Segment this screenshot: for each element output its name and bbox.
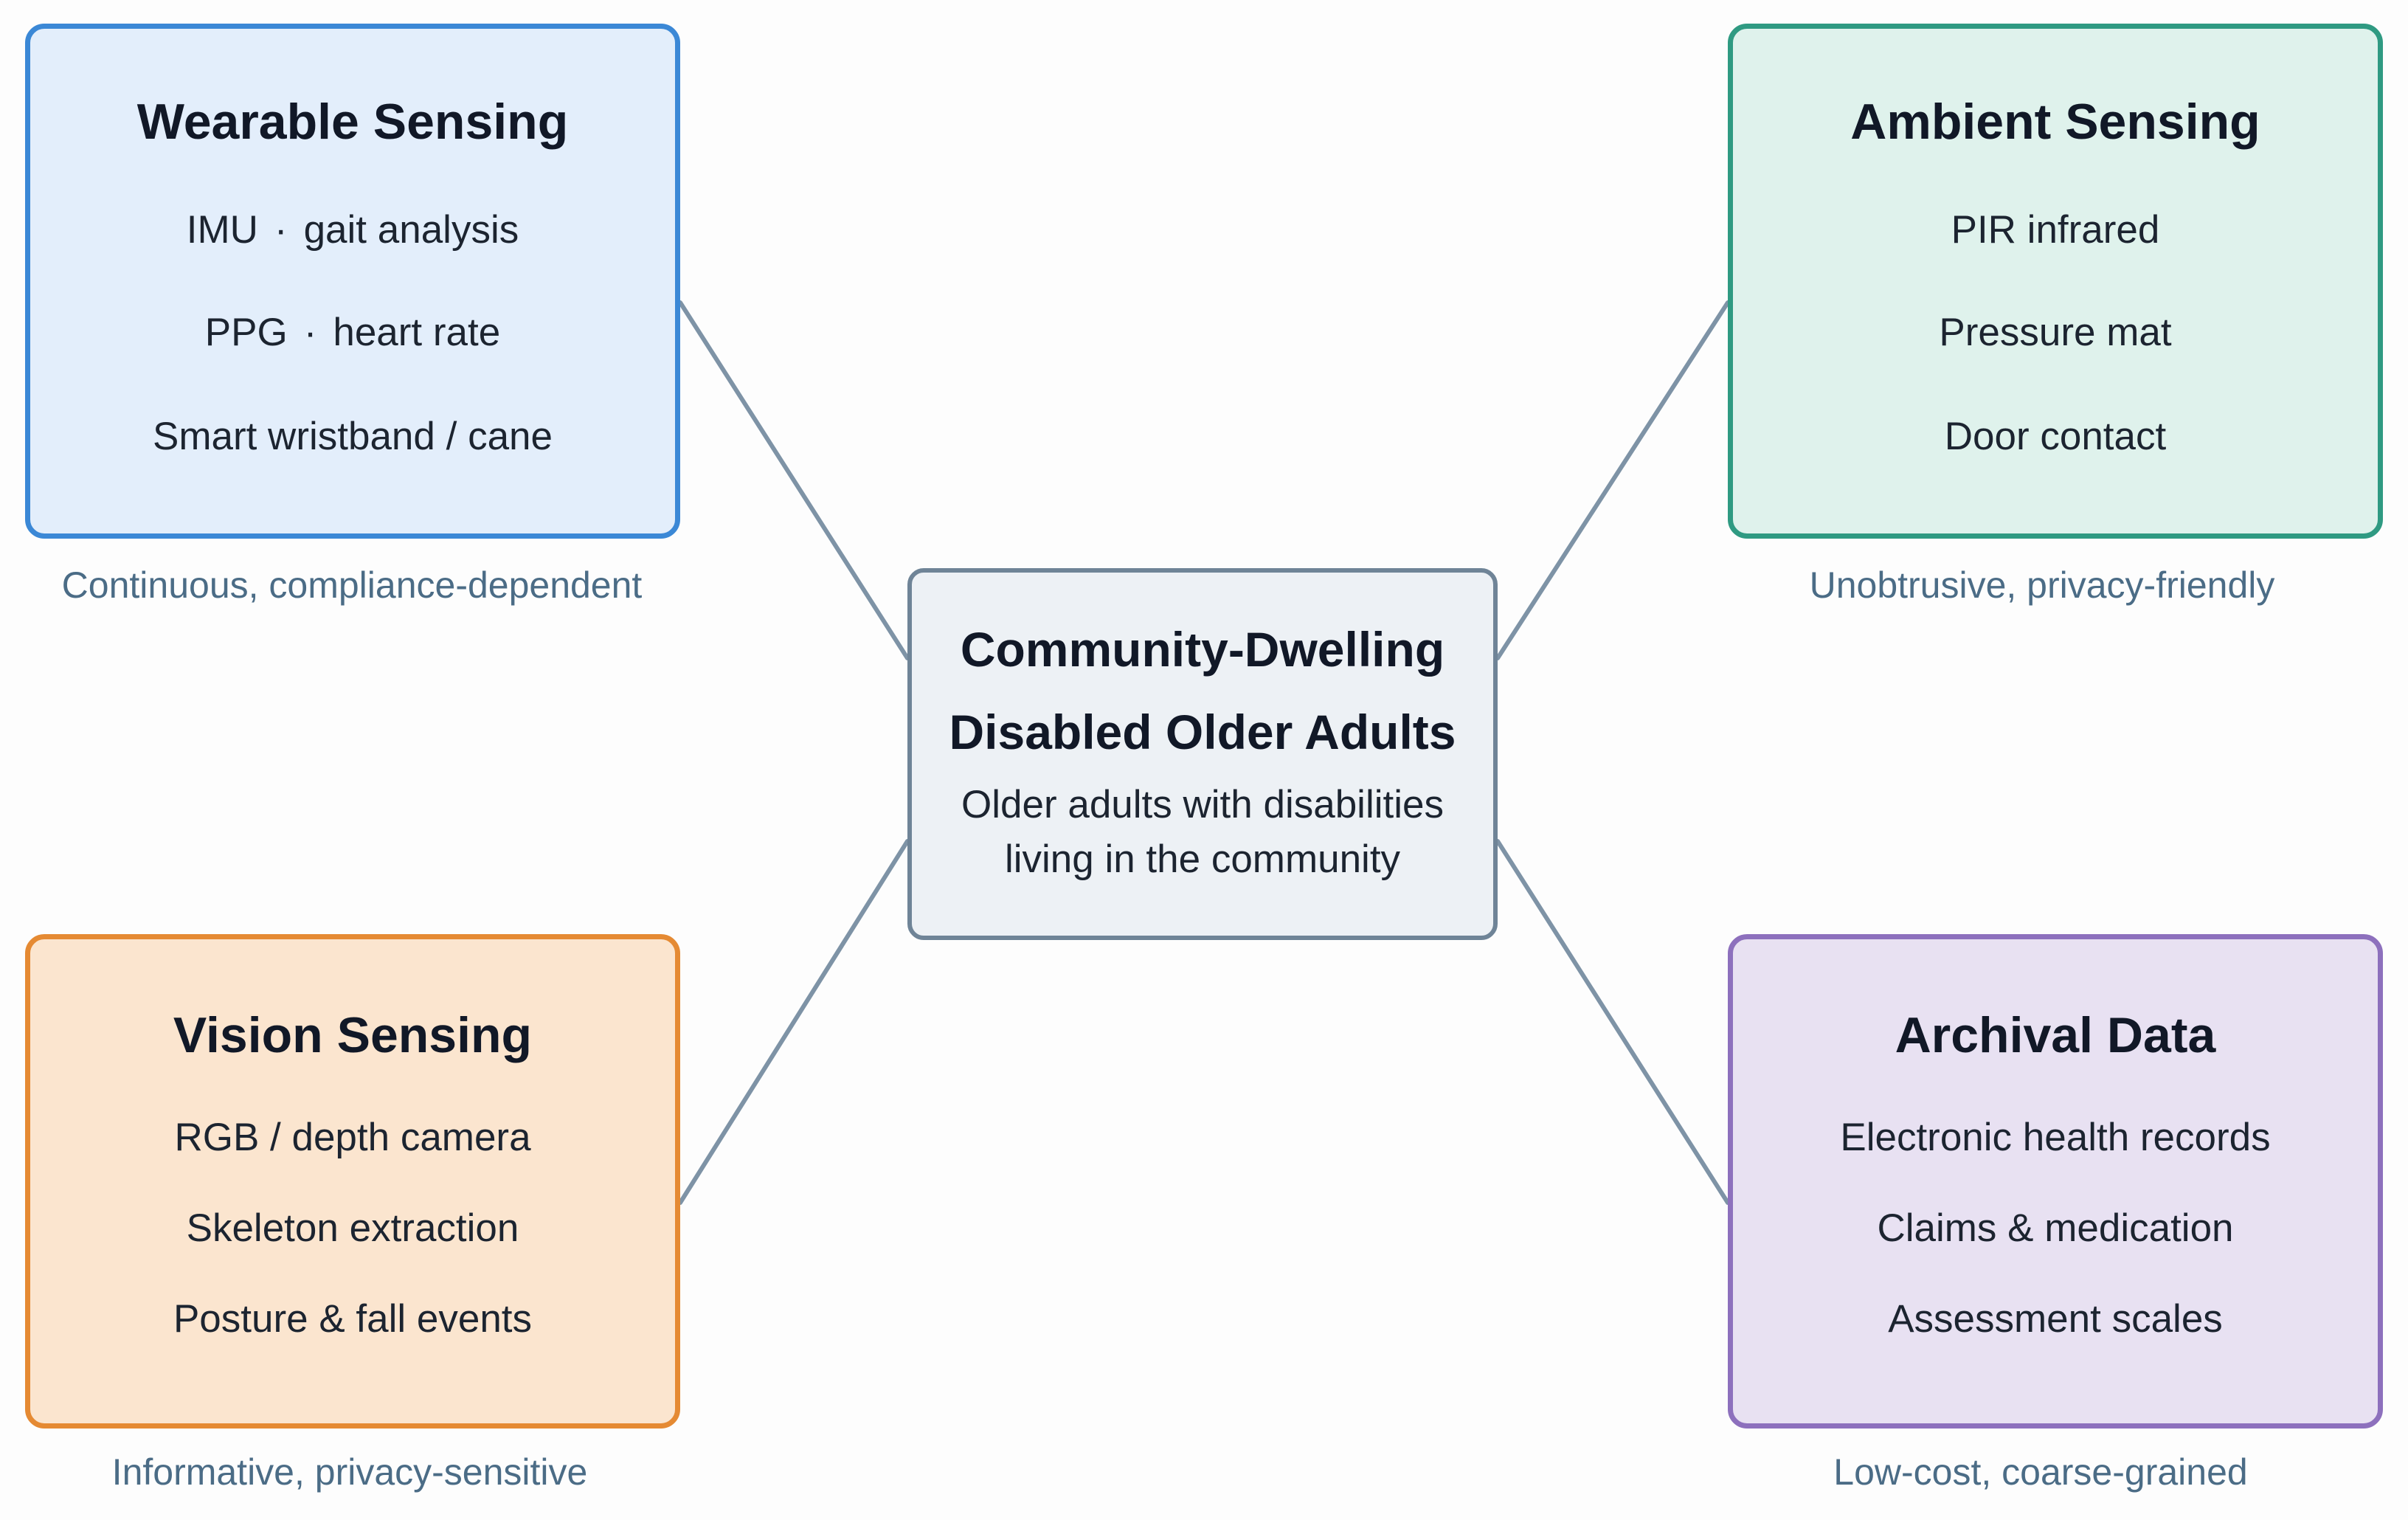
archival-item-claims: Claims & medication (1877, 1206, 2234, 1250)
wearable-title: Wearable Sensing (136, 94, 569, 150)
ambient-item-pressure-mat: Pressure mat (1939, 311, 2172, 354)
ambient-title: Ambient Sensing (1850, 94, 2260, 150)
separator-dot: · (303, 311, 317, 354)
center-box: Community-Dwelling Disabled Older Adults… (907, 568, 1498, 940)
connector-ambient (1495, 300, 1730, 660)
wearable-item-ppg: PPG · heart rate (205, 313, 500, 352)
ambient-sensing-box: Ambient Sensing PIR infrared Pressure ma… (1728, 24, 2383, 539)
wearable-item-imu-detail: gait analysis (303, 208, 519, 252)
ambient-item-door-contact: Door contact (1944, 415, 2167, 458)
center-description-line1: Older adults with disabilities (961, 783, 1444, 826)
archival-data-box: Archival Data Electronic health records … (1728, 934, 2383, 1429)
archival-title: Archival Data (1895, 1007, 2216, 1063)
archival-caption: Low-cost, coarse-grained (1833, 1451, 2248, 1493)
wearable-sensing-box: Wearable Sensing IMU · gait analysis PPG · h… (25, 24, 680, 539)
center-title-line2: Disabled Older Adults (949, 705, 1456, 759)
vision-caption: Informative, privacy-sensitive (111, 1451, 588, 1493)
archival-item-scales: Assessment scales (1888, 1297, 2223, 1341)
center-description-line2: living in the community (1004, 837, 1401, 881)
connector-archival (1495, 839, 1730, 1205)
wearable-caption: Continuous, compliance-dependent (61, 564, 643, 606)
vision-item-skeleton: Skeleton extraction (186, 1206, 519, 1250)
separator-dot: · (274, 208, 288, 252)
ambient-caption: Unobtrusive, privacy-friendly (1809, 564, 2275, 606)
vision-item-camera: RGB / depth camera (174, 1116, 531, 1159)
wearable-item-imu: IMU · gait analysis (187, 210, 519, 249)
wearable-item-wristband: Smart wristband / cane (152, 415, 553, 458)
vision-item-posture: Posture & fall events (173, 1297, 533, 1341)
connector-wearable (678, 300, 910, 660)
vision-sensing-box: Vision Sensing RGB / depth camera Skelet… (25, 934, 680, 1429)
wearable-item-imu-label: IMU (186, 208, 258, 252)
vision-title: Vision Sensing (173, 1007, 533, 1063)
center-title-line1: Community-Dwelling (960, 622, 1445, 677)
wearable-item-ppg-label: PPG (204, 311, 288, 354)
connector-vision (678, 839, 910, 1205)
archival-item-ehr: Electronic health records (1840, 1116, 2271, 1159)
wearable-item-ppg-detail: heart rate (333, 311, 501, 354)
ambient-item-pir: PIR infrared (1951, 208, 2160, 252)
